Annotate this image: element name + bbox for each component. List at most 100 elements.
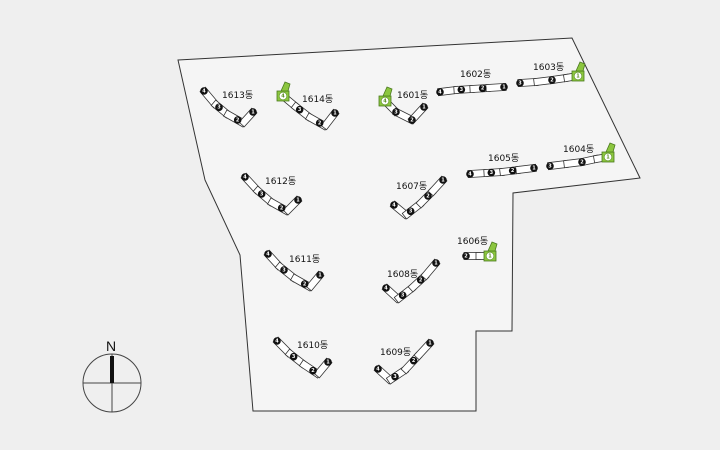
line-number-label: 2 — [318, 120, 322, 126]
line-number-marker — [603, 152, 613, 162]
line-number-label: 4 — [202, 88, 206, 94]
line-number-label: 3 — [217, 105, 221, 111]
line-number-marker — [516, 79, 524, 87]
line-number-label: 4 — [392, 202, 396, 208]
line-number-label: 1 — [296, 197, 300, 203]
line-number-marker — [487, 168, 496, 177]
highlight-wing-icon — [487, 241, 498, 252]
line-number-label: 2 — [303, 281, 307, 287]
building-label: 1609동 — [380, 347, 411, 358]
line-number-label: 1 — [326, 359, 330, 365]
line-number-marker — [420, 103, 428, 111]
building-label: 1613동 — [222, 90, 253, 101]
line-number-marker — [530, 164, 538, 172]
building-label: 1610동 — [297, 340, 328, 351]
line-number-marker — [200, 87, 208, 95]
line-number-label: 1 — [532, 165, 536, 171]
line-number-label: 2 — [426, 193, 430, 199]
line-number-label: 4 — [266, 251, 270, 257]
line-number-label: 1 — [434, 260, 438, 266]
line-number-label: 1 — [428, 340, 432, 346]
line-number-label: 3 — [394, 109, 398, 115]
line-number-label: 1 — [318, 272, 322, 278]
line-number-marker — [436, 88, 444, 96]
line-number-marker — [432, 259, 440, 267]
line-number-marker — [289, 352, 298, 361]
line-number-marker — [390, 201, 398, 209]
line-number-label: 1 — [502, 84, 506, 90]
line-number-marker — [324, 358, 332, 366]
building-label: 1605동 — [488, 153, 519, 164]
line-number-marker — [233, 116, 242, 124]
line-number-label: 1 — [251, 109, 255, 115]
line-number-label: 4 — [438, 89, 442, 95]
line-number-marker — [374, 365, 382, 373]
highlight-wing-icon — [575, 61, 586, 72]
line-number-label: 1 — [606, 154, 610, 160]
line-number-marker — [573, 71, 583, 81]
line-number-marker — [546, 162, 554, 170]
line-number-label: 3 — [292, 354, 296, 360]
line-number-label: 2 — [419, 277, 423, 283]
building-label: 1602동 — [460, 69, 491, 80]
line-number-label: 4 — [376, 366, 380, 372]
line-number-label: 2 — [311, 368, 315, 374]
line-number-label: 4 — [468, 171, 472, 177]
building-label: 1603동 — [533, 62, 564, 73]
line-number-marker — [424, 192, 432, 200]
line-number-marker — [257, 190, 266, 198]
line-number-marker — [380, 96, 390, 106]
line-number-label: 2 — [550, 77, 554, 83]
building-label: 1614동 — [302, 94, 333, 105]
line-number-marker — [485, 251, 495, 261]
line-number-marker — [508, 166, 517, 175]
line-number-marker — [416, 276, 425, 284]
line-number-label: 1 — [422, 104, 426, 110]
line-number-marker — [548, 76, 556, 84]
line-number-marker — [391, 372, 399, 381]
line-number-label: 2 — [580, 159, 584, 165]
building-label: 1606동 — [457, 236, 488, 247]
line-number-label: 3 — [409, 209, 413, 215]
building-label: 1611동 — [289, 254, 320, 265]
line-number-marker — [466, 170, 474, 178]
line-number-label: 4 — [281, 93, 285, 99]
line-number-label: 2 — [511, 168, 515, 174]
line-number-label: 2 — [481, 86, 485, 92]
line-number-label: 3 — [298, 107, 302, 113]
north-arrow-icon — [110, 356, 114, 383]
building-label: 1601동 — [397, 90, 428, 101]
compass: N — [82, 338, 142, 413]
line-number-marker — [278, 91, 288, 101]
line-number-marker — [294, 196, 302, 204]
line-number-marker — [439, 176, 447, 184]
line-number-marker — [392, 108, 400, 116]
line-number-marker — [457, 85, 466, 94]
line-number-marker — [295, 105, 304, 114]
line-number-marker — [241, 173, 249, 181]
line-number-marker — [316, 271, 324, 279]
building-label: 1607동 — [396, 181, 427, 192]
line-number-label: 3 — [548, 163, 552, 169]
line-number-label: 2 — [410, 117, 414, 123]
building-label: 1608동 — [387, 269, 418, 280]
line-number-marker — [277, 204, 286, 212]
building-label: 1612동 — [265, 176, 296, 187]
line-number-marker — [406, 207, 415, 216]
line-number-marker — [331, 109, 339, 117]
